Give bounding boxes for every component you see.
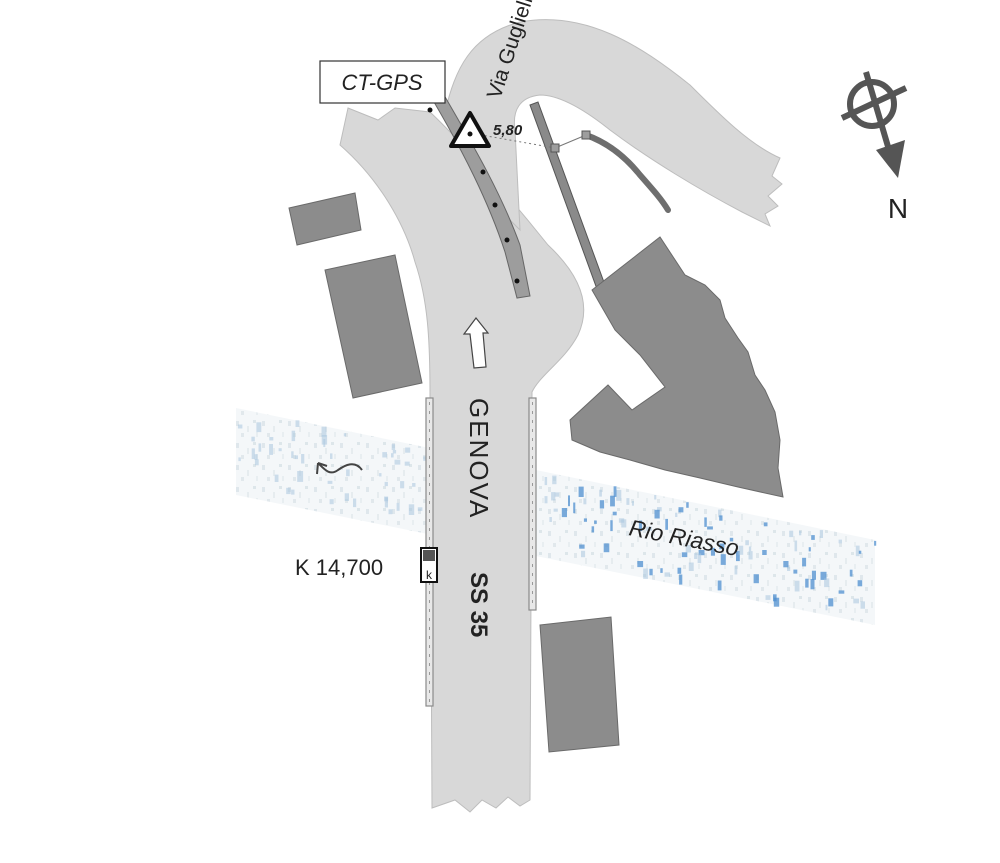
north-arrow-icon xyxy=(840,71,908,178)
km-marker-label: K 14,700 xyxy=(295,555,383,580)
station-label: CT-GPS xyxy=(341,70,422,95)
main-street-label: GENOVA xyxy=(464,398,494,519)
wall-points xyxy=(427,107,520,284)
building-2 xyxy=(324,254,423,399)
building-1 xyxy=(288,192,362,246)
flow-arrow-icon xyxy=(316,462,363,475)
km-sign-icon: k xyxy=(420,547,438,583)
direction-arrow-icon xyxy=(462,317,490,369)
km-sign-letter: k xyxy=(426,568,433,582)
water-specks xyxy=(237,420,877,611)
side-road-via-oberdan xyxy=(444,19,783,232)
station-height: 5,80 xyxy=(493,122,523,139)
river-rio-riasso xyxy=(236,408,877,625)
building-4 xyxy=(539,616,620,753)
north-label: N xyxy=(888,193,908,224)
road-code-label: SS 35 xyxy=(465,572,492,637)
building-3 xyxy=(569,236,784,498)
triangulation-station-icon xyxy=(449,111,491,148)
buildings xyxy=(288,192,784,753)
station-label-box: CT-GPS xyxy=(319,60,446,104)
